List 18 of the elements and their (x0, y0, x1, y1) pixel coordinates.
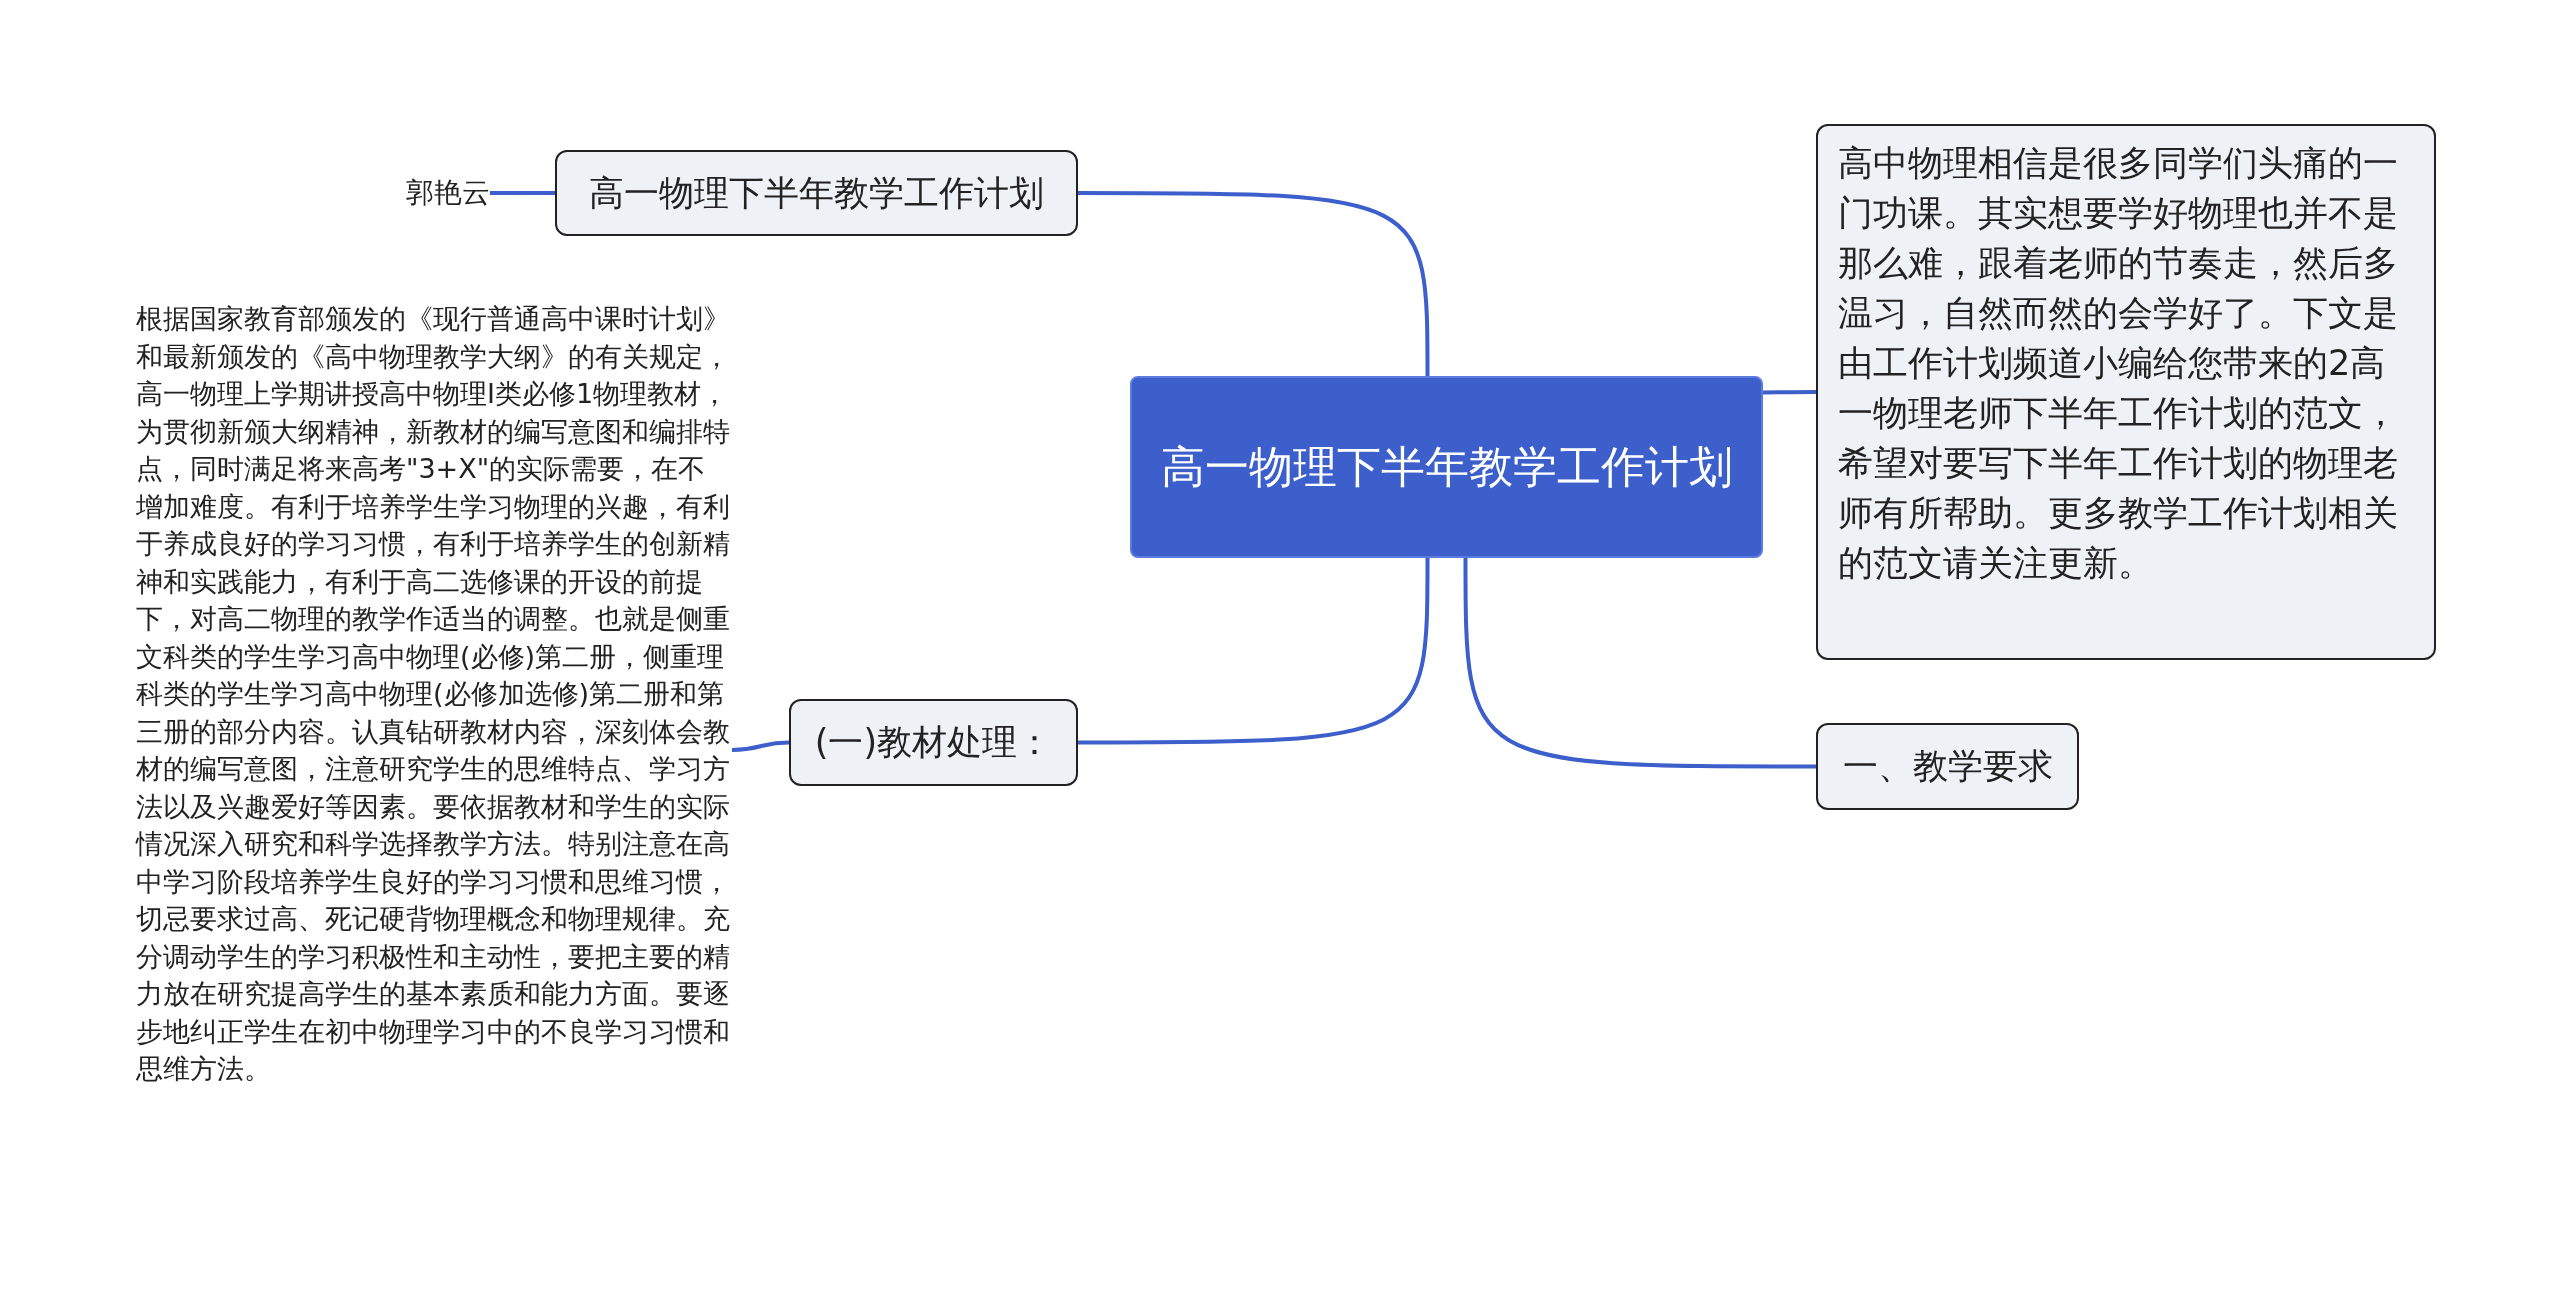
connector-line (1463, 558, 1816, 769)
topic-box (1816, 723, 2079, 810)
topic-box (789, 699, 1078, 786)
central-topic-box (1130, 376, 1763, 558)
topic-text: 高一物理下半年教学工作计划 (589, 171, 1044, 215)
topic-text: 高一物理下半年教学工作计划 (1160, 440, 1733, 494)
connector-line (1763, 390, 1816, 395)
author-name: 郭艳云 (406, 175, 490, 211)
connector-line (731, 740, 790, 752)
topic-text: 一、教学要求 (1842, 745, 2053, 789)
connector-line (1078, 191, 1430, 376)
topic-box (1816, 124, 2436, 660)
connector-line (1078, 558, 1430, 745)
body-paragraph: 根据国家教育部颁发的《现行普通高中课时计划》和最新颁发的《高中物理教学大纲》的有关规定，高一物理上学期讲授高中物理Ⅰ类必修1物理教材，为贯彻新颁大纲精神，新教材的编写意图和编排特点，同时满足将来高考"3+X"的实际需要，在不增加难度。有利于培养学生学习物理的兴趣，有利于养成良好的学习习惯，有利于培养学生的创新精神和实践能力，有利于高二选修课的开设的前提下，对高二物理的教学作适当的调整。也就是侧重文科类的学生学习高中物理(必修)第二册，侧重理科类的学生学习高中物理(必修加选修)第二册和第三册的部分内容。认真钻研教材内容，深刻体会教材的编写意图，注意研究学生的思维特点、学习方法以及兴趣爱好等因素。要依据教材和学生的实际情况深入研究和科学选择教学方法。特别注意在高中学习阶段培养学生良好的学习习惯和思维习惯，切忌要求过高、死记硬背物理概念和物理规律。充分调动学生的学习积极性和主动性，要把主要的精力放在研究提高学生的基本素质和能力方面。要逐步地纠正学生在初中物理学习中的不良学习习惯和思维方法。 (136, 303, 730, 1084)
connector-line (490, 191, 555, 195)
topic-text: 高中物理相信是很多同学们头痛的一门功课。其实想要学好物理也并不是那么难，跟着老师的节奏走，然后多温习，自然而然的会学好了。下文是由工作计划频道小编给您带来的2高一物理老师下半年工作计划的范文，希望对要写下半年工作计划的物理老师有所帮助。更多教学工作计划相关的范文请关注更新。 (1838, 143, 2398, 583)
topic-box (555, 150, 1078, 236)
topic-text: (一)教材处理： (814, 721, 1053, 765)
